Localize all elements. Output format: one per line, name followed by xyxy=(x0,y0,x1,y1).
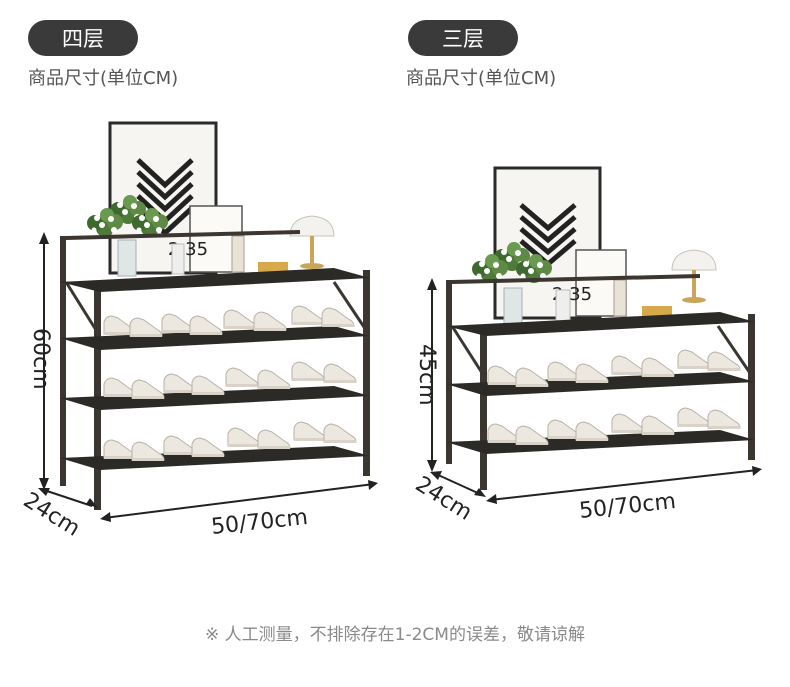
glass-vase xyxy=(117,239,137,277)
three-tier-rack: 2 35 xyxy=(411,166,762,526)
right-size-subtitle: 商品尺寸(单位CM) xyxy=(406,68,557,89)
left-size-subtitle: 商品尺寸(单位CM) xyxy=(28,68,179,89)
width-dimension-line xyxy=(103,483,375,519)
tag-four-tier: 四层 xyxy=(28,20,138,56)
depth-label: 24cm xyxy=(19,488,84,542)
measurement-disclaimer: ※ 人工测量，不排除存在1-2CM的误差，敬请谅解 xyxy=(205,625,585,645)
tag-three-tier: 三层 xyxy=(408,20,518,56)
depth-label: 24cm xyxy=(411,472,476,526)
glass-vase xyxy=(503,287,523,329)
width-dimension-line xyxy=(489,469,759,501)
depth-dimension-line xyxy=(43,489,93,507)
height-label: 45cm xyxy=(414,344,439,406)
width-label: 50/70cm xyxy=(210,505,309,540)
four-tier-rack: 2 35 xyxy=(19,121,378,542)
mushroom-lamp xyxy=(289,215,335,270)
width-label: 50/70cm xyxy=(578,489,677,524)
depth-dimension-line xyxy=(435,473,481,495)
height-label: 60cm xyxy=(28,328,53,390)
